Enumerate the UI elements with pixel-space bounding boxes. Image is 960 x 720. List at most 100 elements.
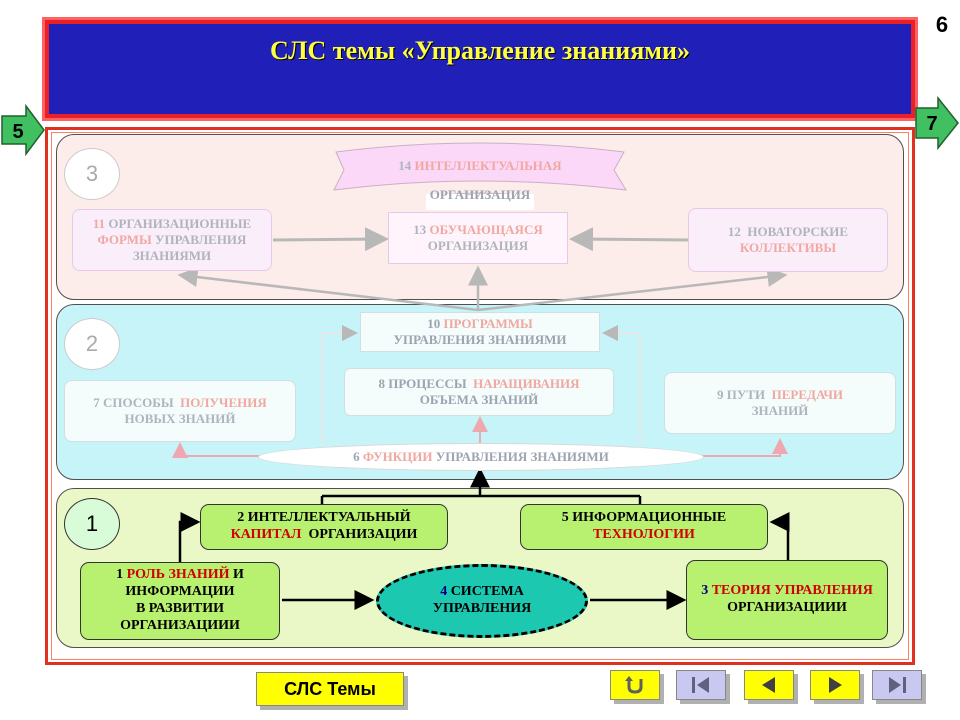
prev-slide-arrow[interactable]: 5 [0,104,48,156]
box-5-num: 5 [561,510,569,526]
box-14-text-top: ИНТЕЛЛЕКТУАЛЬНАЯ [414,157,562,173]
page-title: СЛС темы «Управление знаниями» [270,36,690,65]
box-9-part2: ПЕРЕДАЧИ [771,386,844,402]
level-2-marker: 2 [64,318,120,370]
box-5-part2: ТЕХНОЛОГИИ [593,527,695,542]
box-13-part2: ОРГАНИЗАЦИЯ [427,238,529,253]
oval-4-text: 4 СИСТЕМА УПРАВЛЕНИЯ [433,584,532,618]
oval-4-management-system: 4 СИСТЕМА УПРАВЛЕНИЯ [376,564,588,638]
prev-icon [762,677,775,693]
next-slide-arrow[interactable]: 7 [914,96,960,150]
box-1-num: 1 [116,567,124,583]
box-8-part2: НАРАЩИВАНИЯ [473,375,580,391]
box-2-part3: ОРГАНИЗАЦИИ [308,527,418,542]
box-5-it: 5 ИНФОРМАЦИОННЫЕ ТЕХНОЛОГИИ [520,504,768,550]
oval-6-part1: ФУНКЦИИ [362,448,433,464]
box-11-part1: ОРГАНИЗАЦИОННЫЕ [108,215,252,231]
box-2-text: 2 ИНТЕЛЛЕКТУАЛЬНЫЙ КАПИТАЛ ОРГАНИЗАЦИИ [231,510,418,544]
box-11-part4: ЗНАНИЯМИ [132,248,212,264]
box-11-part3: УПРАВЛЕНИЯ [154,231,247,247]
next-button[interactable] [810,670,860,700]
oval-4-num: 4 [440,584,448,600]
box-1-text: 1 РОЛЬ ЗНАНИЙ И ИНФОРМАЦИИ В РАЗВИТИИ ОР… [116,567,244,634]
oval-6-km-functions: 6 ФУНКЦИИ УПРАВЛЕНИЯ ЗНАНИЯМИ [258,443,704,471]
intellectual-organization-banner [333,142,627,210]
box-9-part1: ПУТИ [726,386,766,402]
page-number: 6 [935,12,949,37]
level-3-marker: 3 [64,148,120,200]
box-2-intellectual-capital: 2 ИНТЕЛЛЕКТУАЛЬНЫЙ КАПИТАЛ ОРГАНИЗАЦИИ [200,504,448,550]
next-icon [829,677,842,693]
box-1-part1: РОЛЬ ЗНАНИЙ [126,567,230,583]
return-icon [625,676,643,694]
box-14-text-bottom: ОРГАНИЗАЦИЯ [429,186,531,202]
box-1-part3: ИНФОРМАЦИИ [125,584,235,600]
box-5-part1: ИНФОРМАЦИОННЫЕ [572,510,727,526]
oval-4-part1: СИСТЕМА [450,584,524,600]
oval-6-num: 6 [353,448,360,464]
box-12-part2: КОЛЛЕКТИВЫ [739,240,837,255]
box-1-part4: В РАЗВИТИИ [135,601,225,616]
box-3-num: 3 [701,583,709,599]
box-3-part1: ТЕОРИЯ УПРАВЛЕНИЯ [711,583,873,599]
box-3-part2: ОРГАНИЗАЦИИИ [727,600,847,615]
box-7-part3: НОВЫХ ЗНАНИЙ [124,411,236,426]
last-page-icon [889,677,906,693]
box-10-km-programs: 10 ПРОГРАММЫ УПРАВЛЕНИЯ ЗНАНИЯМИ [360,312,600,352]
box-1-role-of-knowledge: 1 РОЛЬ ЗНАНИЙ И ИНФОРМАЦИИ В РАЗВИТИИ ОР… [80,562,280,640]
level-3-number: 3 [85,161,99,186]
prev-slide-label: 5 [12,121,23,143]
level-1-marker: 1 [64,498,120,550]
box-8-text: 8 ПРОЦЕССЫ НАРАЩИВАНИЯ ОБЪЕМА ЗНАНИЙ [378,376,579,409]
box-1-part2: И [233,567,244,583]
box-9-transfer-ways: 9 ПУТИ ПЕРЕДАЧИ ЗНАНИЙ [664,372,896,434]
topics-button-label: СЛС Темы [284,678,376,699]
box-12-part1: НОВАТОРСКИЕ [747,223,849,239]
level-2-number: 2 [85,331,99,356]
first-page-button[interactable] [676,670,726,700]
box-2-part2: КАПИТАЛ [230,527,302,542]
box-13-learning-org: 13 ОБУЧАЮЩАЯСЯ ОРГАНИЗАЦИЯ [388,212,568,264]
box-14-num: 14 [398,157,412,173]
box-1-part5: ОРГАНИЗАЦИИИ [120,617,240,633]
box-3-text: 3 ТЕОРИЯ УПРАВЛЕНИЯ ОРГАНИЗАЦИИИ [701,583,873,617]
box-7-text: 7 СПОСОБЫ ПОЛУЧЕНИЯ НОВЫХ ЗНАНИЙ [93,395,267,428]
last-page-button[interactable] [872,670,922,700]
first-page-icon [692,677,709,693]
topics-button[interactable]: СЛС Темы [256,672,404,706]
box-12-innovative-teams: 12 НОВАТОРСКИЕ КОЛЛЕКТИВЫ [688,208,888,272]
box-12-num: 12 [727,223,741,239]
box-9-num: 9 [716,386,724,402]
box-8-part3: ОБЪЕМА ЗНАНИЙ [419,392,539,407]
box-8-part1: 8 ПРОЦЕССЫ [378,375,467,391]
box-11-part2: ФОРМЫ [97,231,152,247]
oval-6-part2: УПРАВЛЕНИЯ ЗНАНИЯМИ [435,448,609,464]
box-2-part1: ИНТЕЛЛЕКТУАЛЬНЫЙ [247,510,411,526]
box-9-part3: ЗНАНИЙ [751,403,809,418]
box-10-text: 10 ПРОГРАММЫ УПРАВЛЕНИЯ ЗНАНИЯМИ [393,316,566,349]
diagram-inner-frame [51,132,909,660]
box-10-part1: ПРОГРАММЫ [443,315,533,331]
box-2-num: 2 [237,510,245,526]
box-14-top: 14 ИНТЕЛЛЕКТУАЛЬНАЯ [340,155,620,177]
box-10-part2: УПРАВЛЕНИЯ ЗНАНИЯМИ [393,332,567,347]
box-11-org-forms: 11 ОРГАНИЗАЦИОННЫЕ ФОРМЫ УПРАВЛЕНИЯ ЗНАН… [72,209,272,271]
oval-6-text: 6 ФУНКЦИИ УПРАВЛЕНИЯ ЗНАНИЯМИ [353,449,609,465]
box-5-text: 5 ИНФОРМАЦИОННЫЕ ТЕХНОЛОГИИ [562,510,727,544]
box-13-part1: ОБУЧАЮЩАЯСЯ [429,221,543,237]
return-button[interactable] [610,670,660,700]
box-11-text: 11 ОРГАНИЗАЦИОННЫЕ ФОРМЫ УПРАВЛЕНИЯ ЗНАН… [93,216,251,265]
box-11-num: 11 [92,215,106,231]
box-14-bottom: ОРГАНИЗАЦИЯ [380,185,580,205]
level-1-number: 1 [85,511,99,536]
box-9-text: 9 ПУТИ ПЕРЕДАЧИ ЗНАНИЙ [717,387,843,420]
box-7-part1: 7 СПОСОБЫ [93,394,174,410]
box-3-management-theory: 3 ТЕОРИЯ УПРАВЛЕНИЯ ОРГАНИЗАЦИИИ [686,560,888,640]
box-7-part2: ПОЛУЧЕНИЯ [180,394,267,410]
title-banner [42,17,918,121]
box-8-growth-processes: 8 ПРОЦЕССЫ НАРАЩИВАНИЯ ОБЪЕМА ЗНАНИЙ [344,368,614,416]
box-10-num: 10 [427,315,441,331]
box-7-acquisition-methods: 7 СПОСОБЫ ПОЛУЧЕНИЯ НОВЫХ ЗНАНИЙ [64,380,296,442]
prev-button[interactable] [744,670,794,700]
box-13-num: 13 [413,221,427,237]
